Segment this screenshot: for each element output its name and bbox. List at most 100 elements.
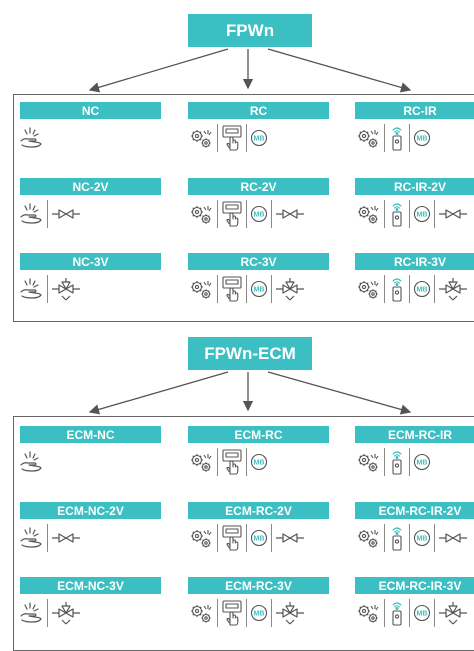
ir-remote-icon (388, 124, 406, 152)
mb-icon: MB (250, 124, 268, 152)
separator (47, 599, 48, 627)
model-label: ECM-RC-IR (355, 426, 474, 443)
separator (434, 200, 435, 228)
model-icons: MB (355, 200, 468, 228)
model-icons (18, 275, 81, 303)
separator (246, 275, 247, 303)
wall-panel-icon (221, 524, 243, 552)
mb-icon: MB (413, 124, 431, 152)
svg-text:MB: MB (417, 136, 428, 143)
model-label: ECM-RC-IR-3V (355, 577, 474, 594)
svg-text:MB: MB (254, 287, 265, 294)
model-icons: MB (188, 599, 305, 627)
svg-text:MB: MB (417, 212, 428, 219)
model-icons: MB (188, 275, 305, 303)
separator (434, 524, 435, 552)
separator (217, 599, 218, 627)
gears-icon (188, 599, 214, 627)
ir-remote-icon (388, 599, 406, 627)
separator (409, 599, 410, 627)
svg-text:MB: MB (417, 536, 428, 543)
model-icons: MB (355, 599, 468, 627)
wall-panel-icon (221, 124, 243, 152)
separator (384, 599, 385, 627)
separator (47, 200, 48, 228)
svg-text:MB: MB (417, 611, 428, 618)
separator (384, 448, 385, 476)
model-label: NC-3V (20, 253, 161, 270)
wall-panel-icon (221, 599, 243, 627)
model-icons: MB (188, 200, 305, 228)
gears-icon (188, 448, 214, 476)
model-icons (18, 200, 81, 228)
model-label: ECM-NC (20, 426, 161, 443)
model-label: RC (188, 102, 329, 119)
separator (246, 124, 247, 152)
separator (217, 524, 218, 552)
model-label: ECM-NC-3V (20, 577, 161, 594)
model-icons: MB (355, 524, 468, 552)
mb-icon: MB (413, 524, 431, 552)
mb-icon: MB (250, 275, 268, 303)
two-way-valve-icon (275, 200, 305, 228)
svg-text:MB: MB (254, 212, 265, 219)
model-icons (18, 599, 81, 627)
model-icons: MB (188, 124, 268, 152)
separator (271, 275, 272, 303)
mb-icon: MB (250, 524, 268, 552)
separator (271, 200, 272, 228)
mb-icon: MB (413, 599, 431, 627)
separator (434, 275, 435, 303)
model-icons: MB (355, 275, 468, 303)
gears-icon (188, 275, 214, 303)
gears-icon (355, 200, 381, 228)
model-label: RC-2V (188, 178, 329, 195)
model-icons (18, 448, 44, 476)
separator (409, 524, 410, 552)
model-label: NC (20, 102, 161, 119)
mb-icon: MB (413, 448, 431, 476)
three-way-valve-icon (275, 599, 305, 627)
svg-text:MB: MB (417, 460, 428, 467)
model-label: ECM-RC (188, 426, 329, 443)
separator (217, 275, 218, 303)
gears-icon (355, 599, 381, 627)
model-icons: MB (355, 448, 431, 476)
separator (409, 200, 410, 228)
model-icons (18, 124, 44, 152)
model-icons: MB (355, 124, 431, 152)
model-icons: MB (188, 524, 305, 552)
ir-remote-icon (388, 275, 406, 303)
separator (271, 524, 272, 552)
gears-icon (188, 524, 214, 552)
svg-text:MB: MB (254, 536, 265, 543)
model-icons: MB (188, 448, 268, 476)
separator (384, 275, 385, 303)
three-way-valve-icon (438, 275, 468, 303)
wall-panel-icon (221, 275, 243, 303)
gears-icon (188, 124, 214, 152)
separator (246, 524, 247, 552)
sensor-hand-icon (18, 448, 44, 476)
section-title: FPWn-ECM (188, 337, 312, 370)
wall-panel-icon (221, 200, 243, 228)
sensor-hand-icon (18, 599, 44, 627)
three-way-valve-icon (438, 599, 468, 627)
model-label: RC-IR-2V (355, 178, 474, 195)
wall-panel-icon (221, 448, 243, 476)
model-icons (18, 524, 81, 552)
model-label: ECM-RC-IR-2V (355, 502, 474, 519)
sensor-hand-icon (18, 124, 44, 152)
two-way-valve-icon (275, 524, 305, 552)
model-label: NC-2V (20, 178, 161, 195)
ir-remote-icon (388, 200, 406, 228)
separator (434, 599, 435, 627)
gears-icon (188, 200, 214, 228)
svg-text:MB: MB (417, 287, 428, 294)
mb-icon: MB (250, 599, 268, 627)
two-way-valve-icon (438, 200, 468, 228)
separator (384, 524, 385, 552)
mb-icon: MB (250, 448, 268, 476)
svg-text:MB: MB (254, 136, 265, 143)
